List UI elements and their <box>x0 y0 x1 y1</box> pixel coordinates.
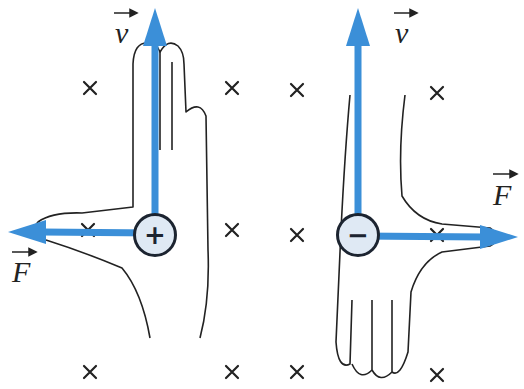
hand-outline <box>34 43 497 378</box>
vector-label: F <box>493 180 511 210</box>
field-crosses <box>82 82 443 381</box>
charge-sign: − <box>347 222 369 248</box>
charge-circle: − <box>336 213 380 257</box>
charge-circle: + <box>133 213 177 257</box>
vector-arrows <box>8 8 518 249</box>
vector-label: v <box>115 18 128 48</box>
vector-label: v <box>395 18 408 48</box>
vector-label: F <box>12 257 30 287</box>
charge-sign: + <box>144 222 166 248</box>
vector-overarrows <box>12 10 517 256</box>
